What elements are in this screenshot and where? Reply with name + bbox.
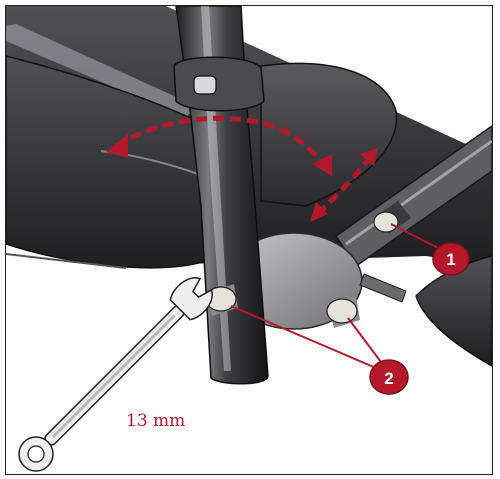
callout-2-badge bbox=[369, 359, 409, 395]
rear-shield bbox=[260, 62, 398, 207]
post-clamp bbox=[173, 56, 265, 112]
diagram-frame: 1 2 13 mm bbox=[5, 5, 493, 475]
callout-2-label: 2 bbox=[384, 369, 393, 388]
wrench-icon bbox=[18, 277, 213, 472]
tube-bolt bbox=[359, 273, 407, 303]
tilt-arrow-head-bottom bbox=[310, 202, 328, 222]
clamp-bolt-head bbox=[193, 75, 217, 95]
floor-rod bbox=[6, 253, 127, 269]
tilt-arrow bbox=[316, 154, 373, 216]
bolt-2-left bbox=[205, 284, 238, 316]
callout-1-label: 1 bbox=[446, 250, 455, 269]
upper-frame-highlight bbox=[6, 24, 196, 118]
tilt-arrow-head-top bbox=[360, 148, 378, 166]
rotation-arc-arrow bbox=[114, 115, 327, 168]
callout-1-badge bbox=[432, 242, 470, 276]
bolt-2-right bbox=[326, 296, 360, 328]
callout-1-leader bbox=[390, 223, 439, 249]
bolt-1 bbox=[373, 201, 411, 234]
diagonal-tube-highlight bbox=[345, 139, 492, 246]
callout-2-leader-left bbox=[230, 305, 377, 369]
assembly-illustration: 1 2 13 mm bbox=[6, 6, 492, 472]
callout-2-leader-right bbox=[347, 317, 385, 367]
arc-arrow-head-right bbox=[312, 154, 332, 176]
wrench-size-label: 13 mm bbox=[126, 411, 185, 431]
arc-arrow-head-left bbox=[106, 134, 128, 158]
